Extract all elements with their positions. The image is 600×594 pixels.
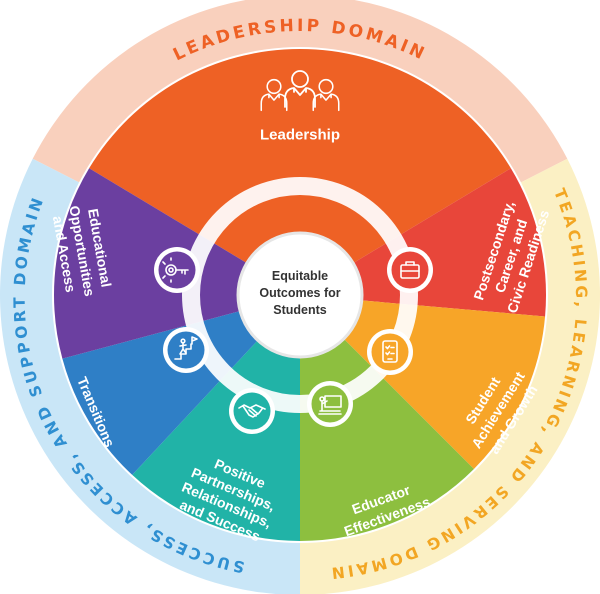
label-leadership: Leadership (260, 126, 340, 143)
label-leadership-line: Leadership (260, 126, 340, 143)
handshake-icon (238, 404, 266, 418)
inner-white-ring (182, 177, 418, 413)
badge-fill (311, 385, 349, 423)
center-line-2: Outcomes for (259, 286, 340, 300)
badge-postsecondary (387, 247, 433, 293)
inner-ring (182, 177, 418, 413)
center-circle (236, 231, 364, 359)
briefcase-icon (400, 261, 420, 279)
badge-educational (154, 247, 200, 293)
stairs-flag-icon (174, 336, 198, 360)
badge-fill (391, 251, 429, 289)
key-icon (162, 257, 189, 283)
center-line-1: Equitable (272, 269, 328, 283)
teaching-domain-band (300, 158, 600, 594)
segment-leadership (89, 49, 511, 264)
success-domain-band (0, 158, 300, 594)
center-line-3: Students (273, 303, 327, 317)
center-hub: Equitable Outcomes for Students (236, 231, 364, 359)
badge-partnerships (229, 388, 275, 434)
teacher-board-icon (318, 395, 342, 415)
badge-achievement (367, 329, 413, 375)
badge-educator (307, 381, 353, 427)
badge-fill (233, 392, 271, 430)
leadership-domain-band (32, 0, 568, 183)
badge-transitions (163, 327, 209, 373)
segment-icons (154, 70, 433, 434)
team-icon (260, 70, 340, 112)
tablet-checklist-icon (382, 340, 398, 363)
